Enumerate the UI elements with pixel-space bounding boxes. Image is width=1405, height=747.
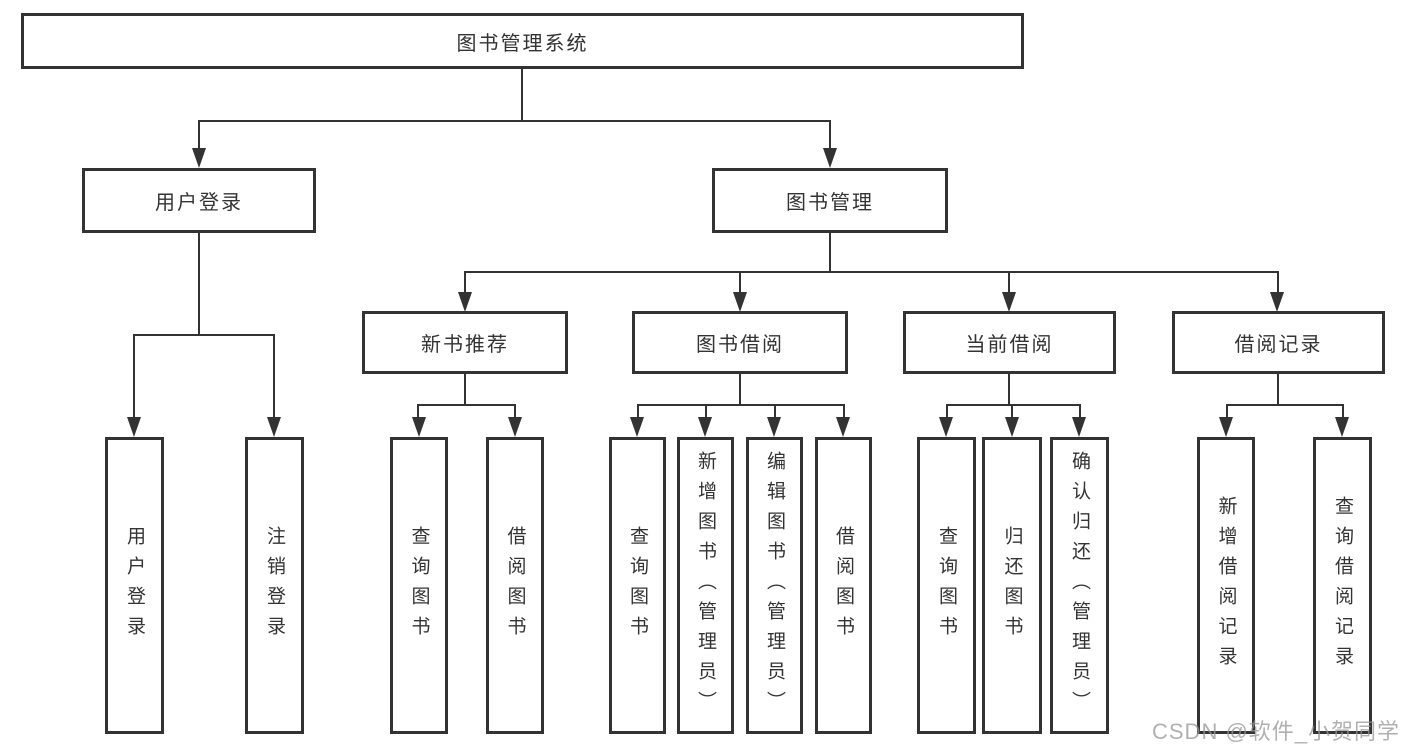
connector-line bbox=[133, 334, 275, 336]
connector-line bbox=[829, 233, 831, 273]
arrow-down-icon bbox=[508, 417, 522, 437]
arrow-down-icon bbox=[1005, 417, 1019, 437]
arrow-down-icon bbox=[458, 292, 472, 312]
leaf-label: 借阅图书 bbox=[833, 525, 854, 646]
connector-line bbox=[1226, 404, 1228, 420]
node-library-management-system: 图书管理系统 bbox=[21, 13, 1024, 69]
connector-line bbox=[417, 404, 419, 420]
leaf-confirm-return-admin: 确认归还（管理员） bbox=[1050, 437, 1109, 734]
connector-line bbox=[514, 404, 516, 420]
arrow-down-icon bbox=[127, 417, 141, 437]
leaf-label: 编辑图书（管理员） bbox=[764, 450, 785, 721]
leaf-logout: 注销登录 bbox=[245, 437, 304, 734]
connector-line bbox=[637, 404, 639, 420]
connector-line bbox=[705, 404, 707, 420]
leaf-label: 归还图书 bbox=[1001, 525, 1023, 646]
connector-line bbox=[273, 334, 275, 419]
node-book-borrow: 图书借阅 bbox=[632, 311, 848, 374]
arrow-down-icon bbox=[192, 148, 206, 168]
connector-line bbox=[739, 271, 741, 294]
connector-line bbox=[946, 404, 1081, 406]
connector-line bbox=[1011, 404, 1013, 420]
leaf-label: 查询图书 bbox=[408, 525, 430, 646]
node-new-book-recommend: 新书推荐 bbox=[362, 311, 568, 374]
arrow-down-icon bbox=[733, 292, 747, 312]
arrow-down-icon bbox=[698, 417, 712, 437]
leaf-label: 用户登录 bbox=[124, 525, 145, 646]
connector-line bbox=[1277, 374, 1279, 406]
leaf-label: 注销登录 bbox=[264, 525, 285, 646]
connector-line bbox=[637, 404, 845, 406]
leaf-label: 查询图书 bbox=[936, 525, 957, 646]
leaf-return-book: 归还图书 bbox=[982, 437, 1042, 734]
arrow-down-icon bbox=[1002, 292, 1016, 312]
node-book-management: 图书管理 bbox=[712, 168, 948, 233]
leaf-add-book-admin: 新增图书（管理员） bbox=[677, 437, 734, 734]
node-current-borrow: 当前借阅 bbox=[903, 311, 1116, 374]
arrow-down-icon bbox=[767, 417, 781, 437]
leaf-borrow-books: 借阅图书 bbox=[815, 437, 872, 734]
connector-line bbox=[1342, 404, 1344, 420]
node-borrow-records: 借阅记录 bbox=[1172, 311, 1385, 374]
connector-line bbox=[521, 69, 523, 121]
leaf-query-books-recommend: 查询图书 bbox=[390, 437, 448, 734]
connector-line bbox=[198, 233, 200, 336]
connector-line bbox=[417, 404, 516, 406]
arrow-down-icon bbox=[939, 417, 953, 437]
leaf-label: 查询借阅记录 bbox=[1332, 495, 1353, 676]
csdn-watermark: CSDN @软件_小贺同学 bbox=[1152, 719, 1401, 744]
leaf-label: 确认归还（管理员） bbox=[1069, 450, 1090, 721]
leaf-query-borrow-record: 查询借阅记录 bbox=[1313, 437, 1372, 734]
leaf-query-books-current: 查询图书 bbox=[917, 437, 976, 734]
connector-line bbox=[1277, 271, 1279, 294]
connector-line bbox=[133, 334, 135, 419]
leaf-query-books-borrow: 查询图书 bbox=[609, 437, 666, 734]
arrow-down-icon bbox=[823, 148, 837, 168]
leaf-label: 新增借阅记录 bbox=[1215, 495, 1237, 676]
connector-line bbox=[774, 404, 776, 420]
arrow-down-icon bbox=[267, 417, 281, 437]
arrow-down-icon bbox=[1072, 417, 1086, 437]
connector-line bbox=[464, 271, 466, 294]
connector-line bbox=[739, 374, 741, 406]
leaf-label: 新增图书（管理员） bbox=[695, 450, 716, 721]
connector-line bbox=[1226, 404, 1344, 406]
arrow-down-icon bbox=[836, 417, 850, 437]
connector-line bbox=[829, 120, 831, 150]
connector-line bbox=[1008, 374, 1010, 406]
connector-line bbox=[946, 404, 948, 420]
connector-line bbox=[464, 271, 1279, 273]
arrow-down-icon bbox=[412, 417, 426, 437]
connector-line bbox=[464, 374, 466, 406]
connector-line bbox=[1008, 271, 1010, 294]
leaf-borrow-books-recommend: 借阅图书 bbox=[486, 437, 544, 734]
arrow-down-icon bbox=[1219, 417, 1233, 437]
arrow-down-icon bbox=[1335, 417, 1349, 437]
node-user-login: 用户登录 bbox=[82, 168, 316, 233]
connector-line bbox=[1079, 404, 1081, 420]
connector-line bbox=[198, 120, 831, 122]
connector-line bbox=[843, 404, 845, 420]
leaf-label: 查询图书 bbox=[627, 525, 648, 646]
leaf-label: 借阅图书 bbox=[504, 525, 526, 646]
arrow-down-icon bbox=[1270, 292, 1284, 312]
leaf-edit-book-admin: 编辑图书（管理员） bbox=[746, 437, 803, 734]
connector-line bbox=[198, 120, 200, 150]
leaf-user-login: 用户登录 bbox=[105, 437, 164, 734]
leaf-add-borrow-record: 新增借阅记录 bbox=[1197, 437, 1255, 734]
arrow-down-icon bbox=[630, 417, 644, 437]
